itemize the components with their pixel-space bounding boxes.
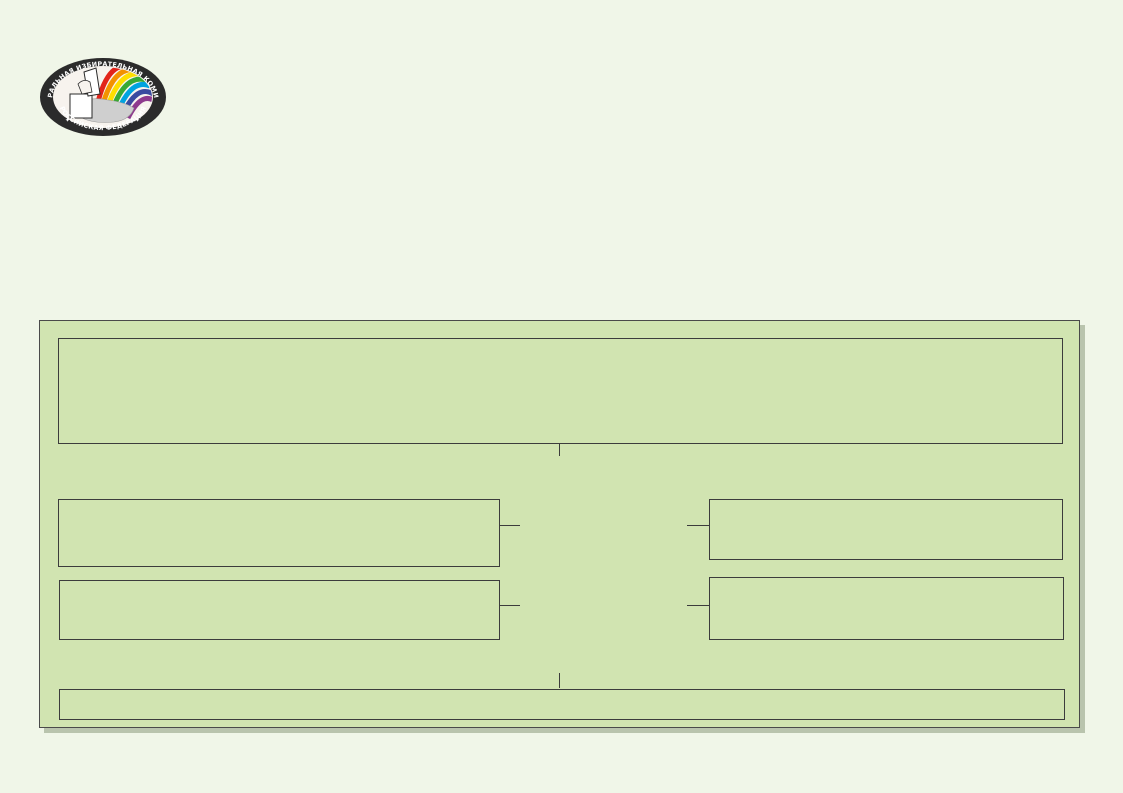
connector-right-1 bbox=[687, 525, 709, 526]
top-box bbox=[58, 338, 1063, 444]
left-box-2 bbox=[59, 580, 500, 640]
connector-left-1 bbox=[500, 525, 520, 526]
bottom-box bbox=[59, 689, 1065, 720]
hand-icon bbox=[77, 80, 93, 95]
ballot-box-icon bbox=[69, 93, 93, 119]
right-box-2 bbox=[709, 577, 1064, 640]
diagram-panel bbox=[39, 320, 1080, 728]
connector-left-2 bbox=[500, 605, 520, 606]
left-box-1 bbox=[58, 499, 500, 567]
emblem-star-left: ✦ bbox=[65, 117, 70, 124]
connector-bottom bbox=[559, 673, 560, 688]
emblem-star-right: ✦ bbox=[135, 117, 140, 124]
connector-right-2 bbox=[687, 605, 709, 606]
connector-top bbox=[559, 444, 560, 456]
right-box-1 bbox=[709, 499, 1063, 560]
rainbow-graphic bbox=[69, 67, 152, 123]
cec-emblem-logo: ЦЕНТРАЛЬНАЯ ИЗБИРАТЕЛЬНАЯ КОМИССИЯ РОССИ… bbox=[38, 56, 166, 136]
